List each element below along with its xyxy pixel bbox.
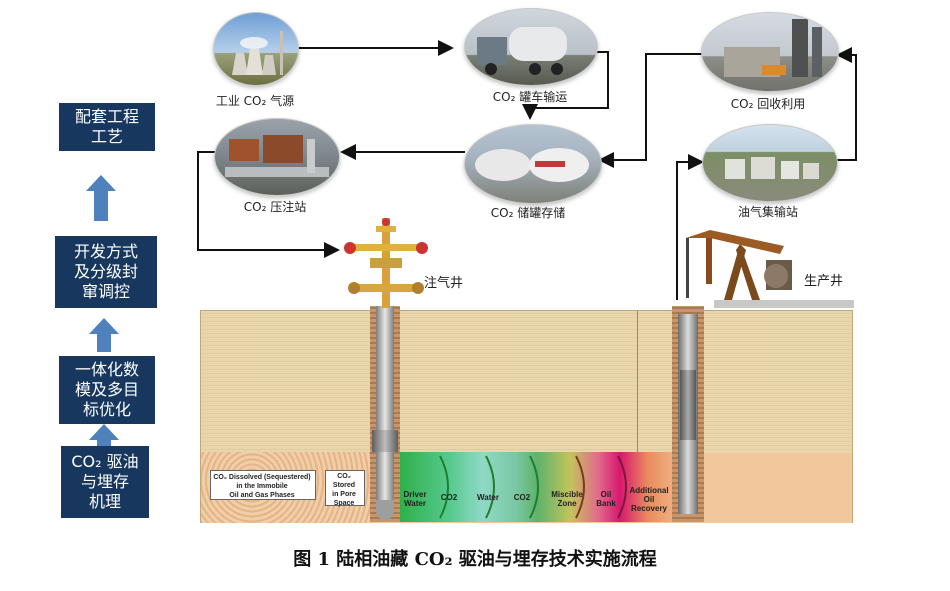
displacement-fronts xyxy=(439,455,627,519)
gathering-label: 油气集输站 xyxy=(737,205,798,219)
production-well-pump xyxy=(680,370,696,440)
recovery-label: CO₂ 回收利用 xyxy=(730,97,806,111)
production-well-label: 生产井 xyxy=(804,274,844,289)
zone-oil-bank: Oil Bank xyxy=(596,490,616,508)
figure-caption: 图 1 陆相油藏 CO₂ 驱油与埋存技术实施流程 xyxy=(293,549,657,570)
storage-tank-label: CO₂ 储罐存储 xyxy=(490,206,566,220)
pumpjack-icon xyxy=(686,230,792,300)
zone-driver-water: Driver Water xyxy=(403,490,427,508)
process-engineering-box: 配套工程 工艺 xyxy=(59,103,155,151)
gas-source-label: 工业 CO₂ 气源 xyxy=(215,94,295,108)
zone-co2-b: CO2 xyxy=(513,493,531,502)
injection-well-label: 注气井 xyxy=(424,276,464,291)
tanker-truck-photo xyxy=(464,8,598,86)
recovery-plant-photo xyxy=(701,12,839,92)
mechanism-box: CO₂ 驱油 与埋存 机理 xyxy=(61,446,149,518)
zone-water: Water xyxy=(477,493,499,502)
dissolved-label: CO₂ Dissolved (Sequestered) in the Immob… xyxy=(213,474,311,499)
dissolved-label-box xyxy=(210,470,316,500)
zone-miscible: Miscible Zone xyxy=(551,490,583,508)
tanker-label: CO₂ 罐车输运 xyxy=(492,90,568,104)
compression-label: CO₂ 压注站 xyxy=(243,200,307,214)
stored-label: CO₂ Stored in Pore Space xyxy=(332,473,356,507)
gathering-station-photo xyxy=(702,124,838,202)
injection-well-casing xyxy=(376,306,394,506)
integrated-modeling-box: 一体化数 模及多目 标优化 xyxy=(59,356,155,424)
injection-wellhead-icon xyxy=(344,218,428,308)
injection-well-packer xyxy=(372,430,398,452)
storage-tank-photo xyxy=(464,124,602,204)
development-mode-box: 开发方式 及分级封 窜调控 xyxy=(55,236,157,308)
well-divider-line xyxy=(637,311,638,453)
zone-co2-a: CO2 xyxy=(440,493,458,502)
injection-well-bottom xyxy=(376,500,394,520)
compression-station-photo xyxy=(214,118,340,196)
reservoir-layer-texture xyxy=(201,311,852,453)
stored-label-box xyxy=(325,470,365,506)
pumpjack-base xyxy=(714,300,854,308)
zone-additional-recovery: Additional Oil Recovery xyxy=(629,486,669,513)
power-plant-photo xyxy=(213,12,299,86)
